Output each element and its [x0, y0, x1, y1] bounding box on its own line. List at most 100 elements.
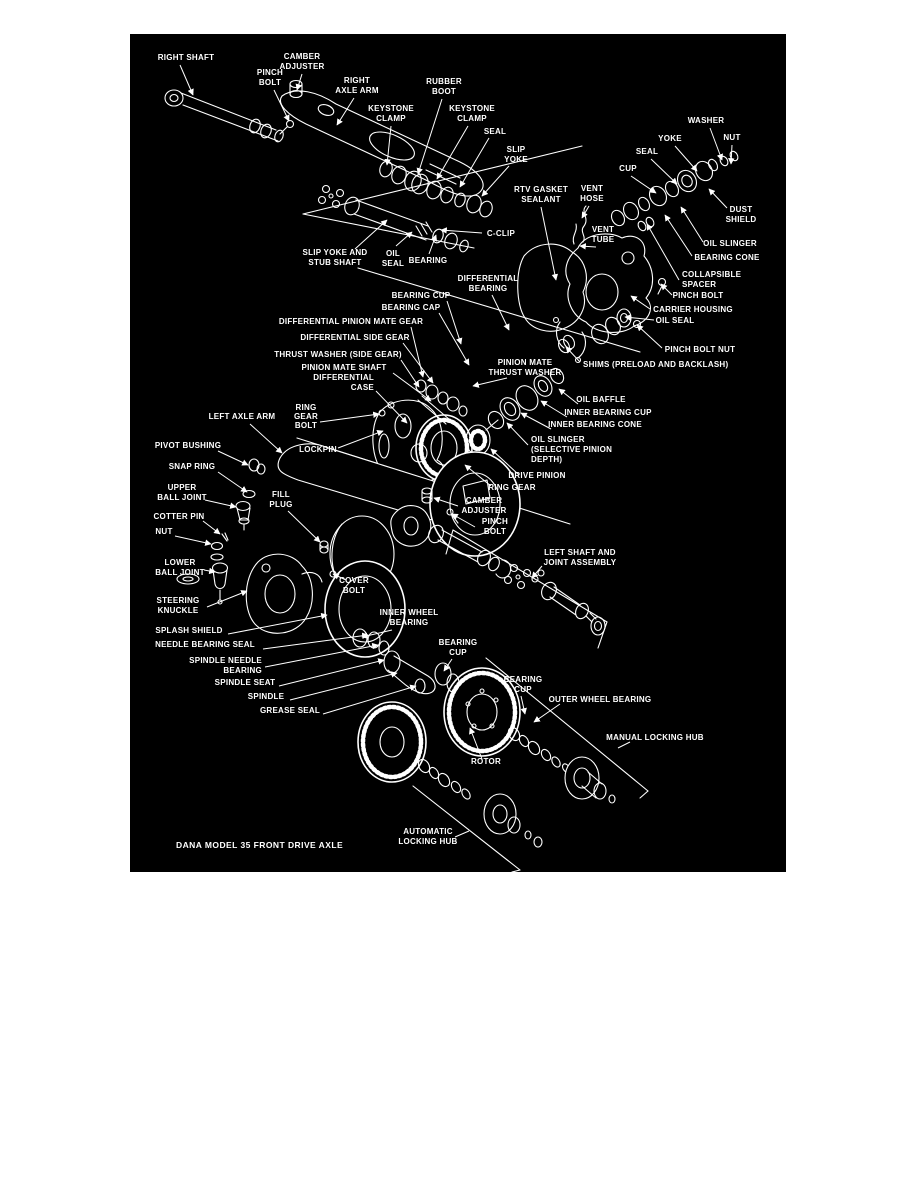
inner-bearing-cone-label: INNER BEARING CONE — [548, 420, 642, 429]
vent-hose-leader — [581, 205, 590, 219]
left-shaft-joint-assembly-leader — [531, 565, 543, 579]
pivot-bushing-leader — [217, 450, 249, 466]
right-axle-arm-leader — [336, 97, 355, 126]
carrier-housing-leader — [630, 295, 651, 310]
manual-locking-hub-leader — [617, 741, 631, 749]
needle-bearing-seal-label: NEEDLE BEARING SEAL — [155, 640, 255, 649]
right-shaft-label: RIGHT SHAFT — [158, 53, 215, 62]
carrier-housing-label: CARRIER HOUSING — [653, 305, 733, 314]
pinch-bolt-lower-leader — [451, 513, 476, 528]
dust-shield-leader — [708, 188, 728, 209]
slip-yoke-leader — [481, 165, 510, 197]
boot-and-clamps-drawing — [379, 160, 493, 218]
inner-bearing-cup-leader — [540, 400, 568, 418]
diagram-title: DANA MODEL 35 FRONT DRIVE AXLE — [176, 840, 344, 850]
diff-pinion-mate-gear-label: DIFFERENTIAL PINION MATE GEAR — [279, 317, 423, 326]
nut-knuckle-label: NUT — [155, 527, 172, 536]
spindle-seat-leader — [278, 658, 385, 687]
lockpin-leader — [337, 430, 384, 449]
outer-wheel-bearing-leader — [533, 703, 561, 723]
pinion-mate-shaft-label: PINION MATE SHAFT — [302, 363, 387, 372]
cotter-pin-leader — [202, 520, 221, 535]
bearing-slip-leader — [428, 234, 438, 255]
diff-side-gear-leader — [402, 342, 434, 384]
oil-seal-carrier-label: OIL SEAL — [656, 316, 695, 325]
right-shaft-leader — [179, 64, 194, 96]
rotor-label: ROTOR — [471, 757, 501, 766]
fill-plug-leader — [287, 510, 321, 543]
oil-slinger-pinion-leader — [506, 422, 529, 446]
spindle-label: SPINDLE — [248, 692, 285, 701]
ring-gear-bolt-leader — [319, 411, 380, 423]
right-axle-arm-drawing — [279, 79, 484, 197]
drive-pinion-label: DRIVE PINION — [508, 471, 565, 480]
bearing-cone-label: BEARING CONE — [694, 253, 760, 262]
vent-tube-leader — [579, 243, 597, 250]
c-clip-leader — [440, 227, 483, 234]
rotor-leader — [469, 727, 483, 760]
c-clip-label: C-CLIP — [487, 229, 516, 238]
spindle-group-drawing — [324, 560, 460, 695]
spindle-seat-label: SPINDLE SEAT — [215, 678, 276, 687]
carrier-housing-drawing — [517, 205, 654, 333]
bearing-cup-mid-leader — [443, 658, 453, 672]
inner-bearing-cone-leader — [520, 412, 552, 430]
left-axle-arm-label: LEFT AXLE ARM — [209, 412, 276, 421]
pinch-bolt-nut-leader — [636, 324, 663, 349]
bearing-cone-leader — [664, 214, 693, 257]
keystone-clamp-2-leader — [436, 125, 469, 180]
collapsible-spacer-leader — [646, 223, 680, 281]
oil-baffle-leader — [558, 388, 579, 405]
oil-seal-carrier-leader — [624, 314, 655, 321]
camber-adjuster-top-leader — [295, 73, 303, 91]
nut-knuckle-leader — [174, 535, 212, 546]
bearing-cap-label: BEARING CAP — [382, 303, 441, 312]
rubber-boot-leader — [416, 98, 443, 175]
lower-ball-joint-leader — [203, 567, 216, 575]
camber-adjuster-lower-leader — [433, 496, 459, 507]
yoke-leader — [674, 145, 698, 172]
oil-slinger-carrier-leader — [680, 206, 704, 243]
drive-pinion-leader — [490, 448, 520, 476]
bearing-cap-leader — [438, 312, 470, 366]
grease-seal-leader — [322, 684, 417, 715]
shims-label: SHIMS (PRELOAD AND BACKLASH) — [583, 360, 728, 369]
yoke-label: YOKE — [658, 134, 682, 143]
snap-ring-label: SNAP RING — [169, 462, 216, 471]
rtv-gasket-sealant-leader — [540, 206, 559, 281]
steering-knuckle-leader — [206, 590, 248, 608]
seal-slip-yoke-label: SEAL — [484, 127, 506, 136]
right-shaft-drawing — [164, 89, 284, 143]
ball-joint-parts-drawing — [176, 489, 256, 605]
bearing-slip-label: BEARING — [409, 256, 448, 265]
automatic-hub-drawing — [357, 701, 543, 872]
cotter-pin-label: COTTER PIN — [154, 512, 205, 521]
rotor-and-manual-hub-drawing — [443, 657, 649, 804]
bearing-cup-diff-leader — [446, 300, 463, 345]
outer-wheel-bearing-label: OUTER WHEEL BEARING — [549, 695, 652, 704]
left-axle-arm-leader — [249, 423, 283, 454]
